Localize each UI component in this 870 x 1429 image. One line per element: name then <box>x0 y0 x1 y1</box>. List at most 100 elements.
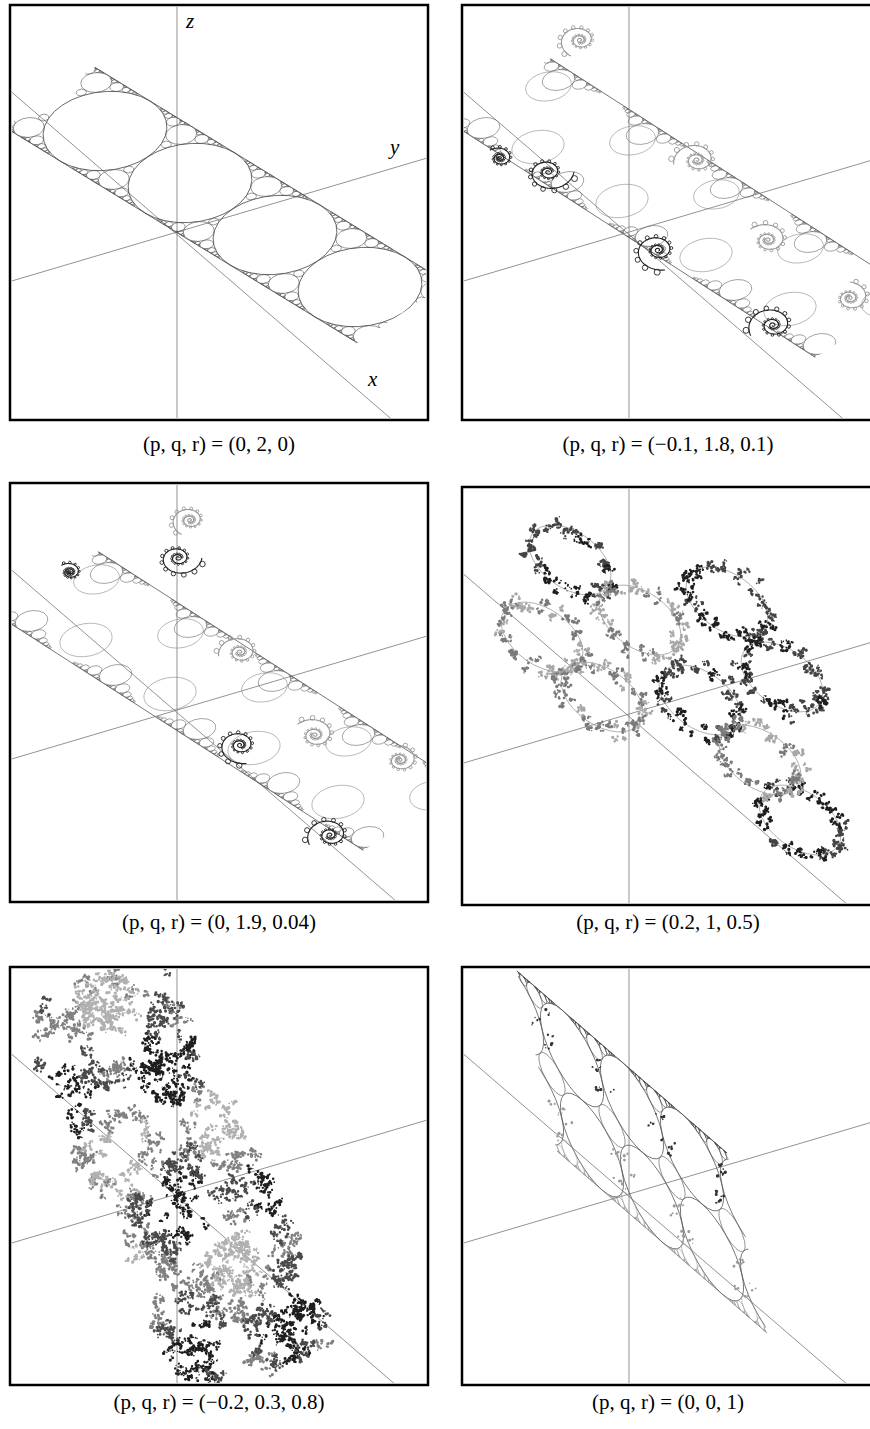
spiral-curl <box>74 563 76 565</box>
limit-circle <box>313 689 315 691</box>
limit-circle <box>679 1256 681 1257</box>
spiral-curl <box>78 570 80 572</box>
fractal-dust <box>32 969 335 1378</box>
spiral-curl <box>777 333 780 336</box>
limit-circle <box>34 145 36 146</box>
limit-circle <box>568 1160 570 1162</box>
limit-circle <box>241 271 245 273</box>
spiral-arm <box>561 28 591 56</box>
limit-circle <box>197 238 216 250</box>
limit-circle <box>127 696 134 701</box>
fractal-dust <box>33 969 332 1383</box>
spiral-curl <box>320 838 322 840</box>
spiral-curl <box>557 166 559 168</box>
limit-circle <box>543 181 545 183</box>
spiral-curl <box>775 307 779 311</box>
limit-circle <box>480 135 500 148</box>
spiral-curl <box>659 252 661 254</box>
limit-circle <box>575 1021 580 1030</box>
limit-circle <box>628 236 631 238</box>
limit-circle <box>386 738 390 740</box>
limit-circle <box>12 126 14 130</box>
limit-circle <box>279 668 280 670</box>
limit-circle <box>649 1085 651 1086</box>
limit-circle <box>788 333 808 346</box>
limit-circle <box>265 172 268 174</box>
limit-circle <box>84 669 86 671</box>
limit-circle <box>695 1125 700 1134</box>
limit-circle <box>821 240 841 253</box>
limit-circle <box>196 130 200 132</box>
limit-circle <box>126 86 127 88</box>
spiral-arm <box>751 225 783 250</box>
limit-circle <box>21 136 22 138</box>
limit-circle <box>742 182 744 184</box>
limit-circle <box>599 1042 608 1058</box>
limit-circle <box>302 196 307 199</box>
limit-circle <box>422 268 424 269</box>
limit-circle <box>247 162 254 166</box>
spiral-curl <box>584 46 586 48</box>
limit-circle <box>558 64 560 66</box>
limit-circle <box>358 719 360 721</box>
limit-circle <box>160 109 165 112</box>
limit-circle <box>267 287 269 288</box>
limit-circle <box>215 631 227 638</box>
limit-circle <box>595 89 600 92</box>
limit-circle <box>338 330 339 332</box>
limit-circle <box>768 228 832 269</box>
limit-circle <box>560 1135 580 1171</box>
limit-circle <box>18 75 193 187</box>
spiral-curl <box>773 239 775 241</box>
limit-circle <box>558 65 561 67</box>
limit-circle <box>625 114 645 127</box>
spiral-curl <box>392 755 394 757</box>
limit-circle <box>711 289 713 291</box>
limit-circle <box>177 714 223 744</box>
spiral-curl <box>403 743 407 747</box>
spiral-curl <box>849 290 851 292</box>
spiral-curl <box>332 829 334 831</box>
limit-circle <box>217 724 291 771</box>
limit-circle <box>180 120 183 122</box>
limit-circle <box>22 137 24 138</box>
limit-circle <box>563 67 564 69</box>
limit-circle <box>658 129 660 130</box>
spiral-curl <box>692 167 694 169</box>
limit-circle <box>183 606 185 608</box>
limit-circle <box>550 1000 552 1001</box>
limit-circle <box>288 801 292 803</box>
limit-circle <box>350 224 353 226</box>
limit-circle <box>519 972 528 988</box>
spiral-curl <box>697 153 699 155</box>
limit-circle <box>282 290 301 302</box>
limit-circle <box>731 175 732 177</box>
limit-circle <box>76 663 83 668</box>
limit-circle <box>178 604 180 605</box>
spiral-curl <box>320 732 322 734</box>
limit-circle <box>645 1082 665 1118</box>
spiral-curl <box>194 525 196 527</box>
limit-circle <box>195 129 196 131</box>
limit-circle <box>48 646 52 648</box>
spiral-curl <box>496 163 498 165</box>
limit-circle <box>676 1246 685 1262</box>
spiral-curl <box>649 251 651 253</box>
limit-circle <box>252 164 254 165</box>
band-edge <box>464 123 815 358</box>
limit-circle <box>162 110 169 114</box>
limit-circle <box>744 1312 745 1314</box>
limit-circle <box>333 216 344 223</box>
limit-circle <box>122 567 124 569</box>
limit-circle <box>579 1169 580 1171</box>
spiral-curl <box>781 242 784 245</box>
limit-circle <box>163 112 174 119</box>
limit-circle <box>36 113 51 122</box>
limit-circle <box>163 721 165 722</box>
spiral-curl <box>771 318 773 320</box>
limit-circle <box>552 1074 632 1216</box>
limit-circle <box>132 92 137 95</box>
limit-circle <box>110 686 111 688</box>
spiral-curl <box>848 294 850 296</box>
limit-circle <box>98 183 99 185</box>
